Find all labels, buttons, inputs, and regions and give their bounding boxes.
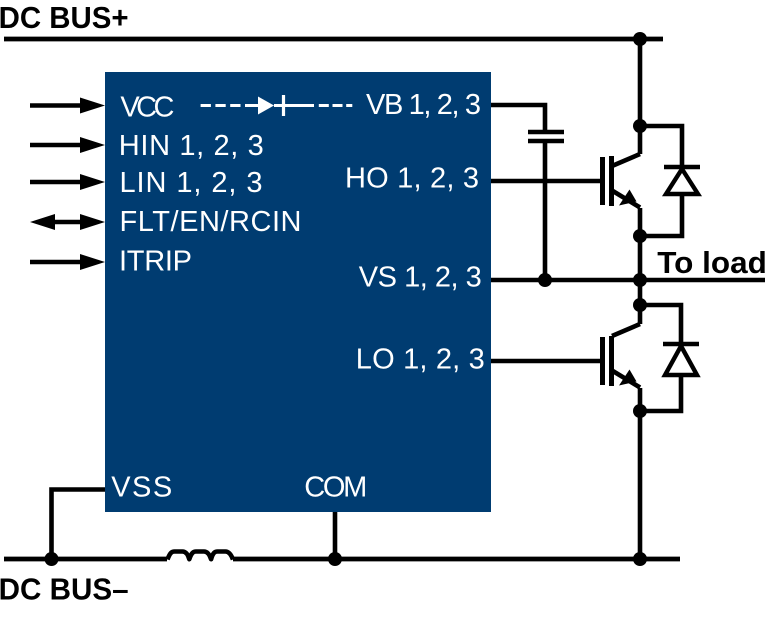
svg-text:FLT/EN/RCIN: FLT/EN/RCIN [120,206,302,238]
svg-text:VB 1, 2, 3: VB 1, 2, 3 [366,89,481,121]
svg-text:To load: To load [657,245,767,280]
svg-text:COM: COM [304,472,367,504]
svg-text:DC BUS+: DC BUS+ [0,0,129,35]
svg-text:DC BUS–: DC BUS– [0,572,129,607]
svg-text:ITRIP: ITRIP [119,246,192,278]
svg-text:VCC: VCC [120,91,174,123]
svg-text:HIN 1, 2, 3: HIN 1, 2, 3 [119,130,264,162]
svg-text:VSS: VSS [111,472,172,504]
svg-text:HO 1, 2, 3: HO 1, 2, 3 [345,162,479,194]
svg-text:LIN 1, 2, 3: LIN 1, 2, 3 [120,167,263,199]
svg-text:LO 1, 2, 3: LO 1, 2, 3 [356,344,485,376]
svg-text:VS 1, 2, 3: VS 1, 2, 3 [359,261,482,293]
